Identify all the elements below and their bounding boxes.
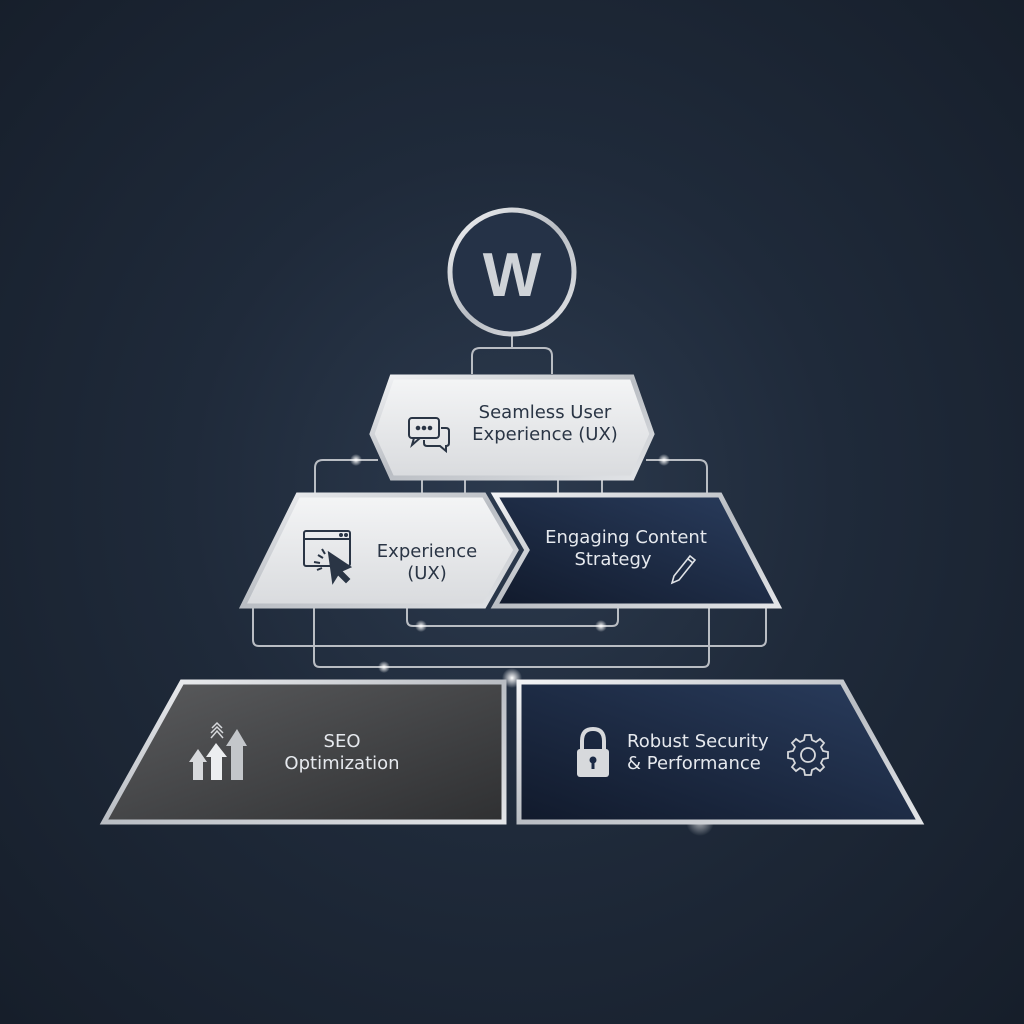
tier-bottom-right-line1: Robust Security — [627, 731, 769, 752]
tier-top-shape — [369, 374, 655, 481]
tier-bottom-left-label: SEO Optimization — [272, 731, 412, 774]
tier-mid-left-line2: (UX) — [407, 562, 447, 584]
tier-bottom-left-line1: SEO — [323, 731, 361, 752]
browser-cursor-click-icon — [303, 530, 353, 585]
tier-bottom-right-shape — [516, 679, 925, 825]
tier-bottom-left-shape — [99, 679, 507, 825]
tier-bottom-right-line2: & Performance — [627, 752, 761, 774]
chat-bubbles-icon — [408, 417, 450, 454]
padlock-icon — [577, 726, 609, 777]
tier-top-line1: Seamless User — [478, 402, 612, 423]
tier-mid-left-label: Experience (UX) — [362, 541, 492, 584]
pencil-icon — [670, 554, 697, 585]
tier-top-label: Seamless User Experience (UX) — [455, 402, 635, 445]
tier-mid-left-shape — [238, 492, 519, 609]
tier-bottom-right-label: Robust Security & Performance — [627, 731, 787, 774]
tier-mid-right-shape — [490, 492, 783, 609]
tier-mid-left-line1: Experience — [376, 541, 478, 562]
tier-mid-right-line2: Strategy — [574, 548, 652, 570]
logo-ring — [447, 207, 577, 337]
tier-bottom-left-line2: Optimization — [284, 752, 400, 774]
growth-arrows-icon — [189, 721, 247, 780]
tier-top-line2: Experience (UX) — [472, 423, 618, 445]
gear-icon — [787, 734, 829, 776]
tier-mid-right-label: Engaging Content Strategy — [530, 527, 722, 570]
tier-mid-right-line1: Engaging Content — [545, 527, 707, 548]
w-logo-icon: W — [482, 241, 542, 310]
